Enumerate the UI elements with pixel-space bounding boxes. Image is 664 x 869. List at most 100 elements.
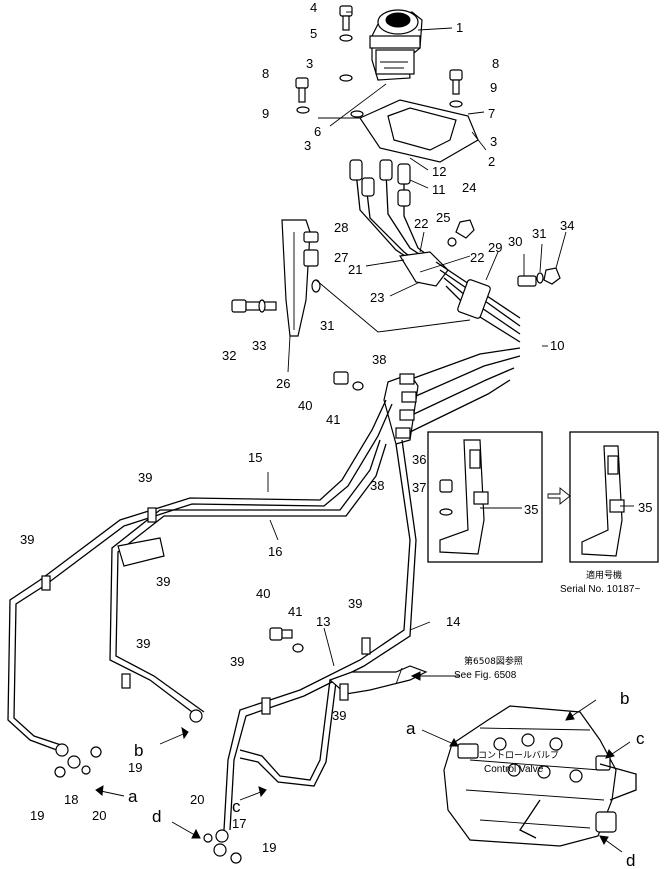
- valve-block: [333, 347, 521, 445]
- control-valve: [421, 699, 637, 853]
- bolt-8-left: [295, 77, 310, 114]
- callout-10: 10: [550, 338, 564, 353]
- callout-15: 15: [248, 450, 262, 465]
- callout-3-top: 3: [306, 56, 313, 71]
- callout-12: 12: [432, 164, 446, 179]
- washer-3-mid: [350, 110, 364, 118]
- callout-40-top: 40: [298, 398, 312, 413]
- port-letters: b a c d a b c d: [128, 689, 645, 869]
- callout-35-left: 35: [524, 502, 538, 517]
- control-valve-label: Control Valve: [484, 764, 544, 775]
- callout-16: 16: [268, 544, 282, 559]
- callout-41-top: 41: [326, 412, 340, 427]
- fitting-30-31-34: [517, 267, 561, 287]
- callout-3-right: 3: [490, 134, 497, 149]
- bolt-32-33: [231, 299, 277, 313]
- detail-box-left: [427, 431, 543, 563]
- callout-18: 18: [64, 792, 78, 807]
- bolt-40-41-lower: [269, 627, 304, 653]
- callout-13: 13: [316, 614, 330, 629]
- leader-lines: [267, 11, 634, 685]
- bolt-4: [339, 5, 353, 42]
- callout-23: 23: [370, 290, 384, 305]
- callout-19-a: 19: [128, 760, 142, 775]
- control-valve-jp: コントロールバルブ: [478, 749, 559, 761]
- callout-8-left: 8: [262, 66, 269, 81]
- callout-40-bottom: 40: [256, 586, 270, 601]
- callout-9-left: 9: [262, 106, 269, 121]
- detail-box-right: [569, 431, 659, 563]
- arrow-to-serial-box: [547, 487, 571, 505]
- washer-3-top: [339, 74, 353, 82]
- callout-4: 4: [310, 0, 317, 15]
- callout-6: 6: [314, 124, 321, 139]
- serial-number-note: Serial No. 10187~: [560, 584, 640, 595]
- notes: 適用号機 Serial No. 10187~ 第6508図参照 See Fig.…: [454, 569, 640, 775]
- callout-39-e: 39: [230, 654, 244, 669]
- callout-24: 24: [462, 180, 476, 195]
- fittings-17-20: [54, 709, 242, 864]
- letter-d-valve: d: [626, 851, 635, 869]
- bracket-26: [281, 219, 471, 337]
- callout-numbers: 1 2 3 3 3 4 5 6 7 8 8 9 9 10 11 12 13 14…: [20, 0, 652, 855]
- callout-2: 2: [488, 154, 495, 169]
- callout-33: 33: [252, 338, 266, 353]
- callout-11: 11: [432, 182, 446, 197]
- callout-21: 21: [348, 262, 362, 277]
- bracket-35-right: [581, 445, 625, 557]
- letter-a-left: a: [128, 787, 138, 806]
- clamp-39b: [147, 507, 157, 523]
- callout-39-d: 39: [136, 636, 150, 651]
- callout-14: 14: [446, 614, 460, 629]
- fitting-24-25: [447, 219, 475, 247]
- clamp-39e: [261, 697, 271, 715]
- clamp-39d: [121, 673, 131, 689]
- see-fig-note: See Fig. 6508: [454, 670, 517, 681]
- callout-41-bottom: 41: [288, 604, 302, 619]
- callout-36: 36: [412, 452, 426, 467]
- applicable-serial-jp: 適用号機: [586, 569, 622, 581]
- ppc-valve-assembly: [369, 9, 423, 81]
- callout-20-b: 20: [190, 792, 204, 807]
- mounting-plate: [318, 83, 479, 163]
- callout-22-b: 22: [470, 250, 484, 265]
- callout-32: 32: [222, 348, 236, 363]
- callout-26: 26: [276, 376, 290, 391]
- callout-35-right: 35: [638, 500, 652, 515]
- port-arrows: [95, 726, 267, 839]
- callout-27: 27: [334, 250, 348, 265]
- letter-d-left: d: [152, 807, 161, 826]
- callout-28: 28: [334, 220, 348, 235]
- callout-1: 1: [456, 20, 463, 35]
- letter-a-valve: a: [406, 719, 416, 738]
- pipe-13: [239, 665, 428, 787]
- callout-9-right: 9: [490, 80, 497, 95]
- callout-38-mid: 38: [370, 478, 384, 493]
- callout-17: 17: [232, 816, 246, 831]
- callout-31-top: 31: [532, 226, 546, 241]
- callout-39-b: 39: [20, 532, 34, 547]
- letter-c-valve: c: [636, 729, 645, 748]
- callout-8-right: 8: [492, 56, 499, 71]
- letter-b-left: b: [134, 741, 143, 760]
- clamp-39a: [41, 575, 51, 591]
- callout-39-a: 39: [138, 470, 152, 485]
- letter-b-valve: b: [620, 689, 629, 708]
- letter-c-left: c: [232, 797, 241, 816]
- clamp-39f: [361, 637, 371, 655]
- callout-34: 34: [560, 218, 574, 233]
- hose-bundle: [349, 159, 521, 343]
- callout-37: 37: [412, 480, 426, 495]
- callout-5: 5: [310, 26, 317, 41]
- clamp-39c: [117, 537, 165, 567]
- callout-22-a: 22: [414, 216, 428, 231]
- callout-39-g: 39: [332, 708, 346, 723]
- clamp-39g: [339, 683, 349, 701]
- pipe-15: [7, 399, 393, 753]
- callout-29: 29: [488, 240, 502, 255]
- callout-7: 7: [488, 106, 495, 121]
- callout-39-c: 39: [156, 574, 170, 589]
- callout-25: 25: [436, 210, 450, 225]
- callout-38-top: 38: [372, 352, 386, 367]
